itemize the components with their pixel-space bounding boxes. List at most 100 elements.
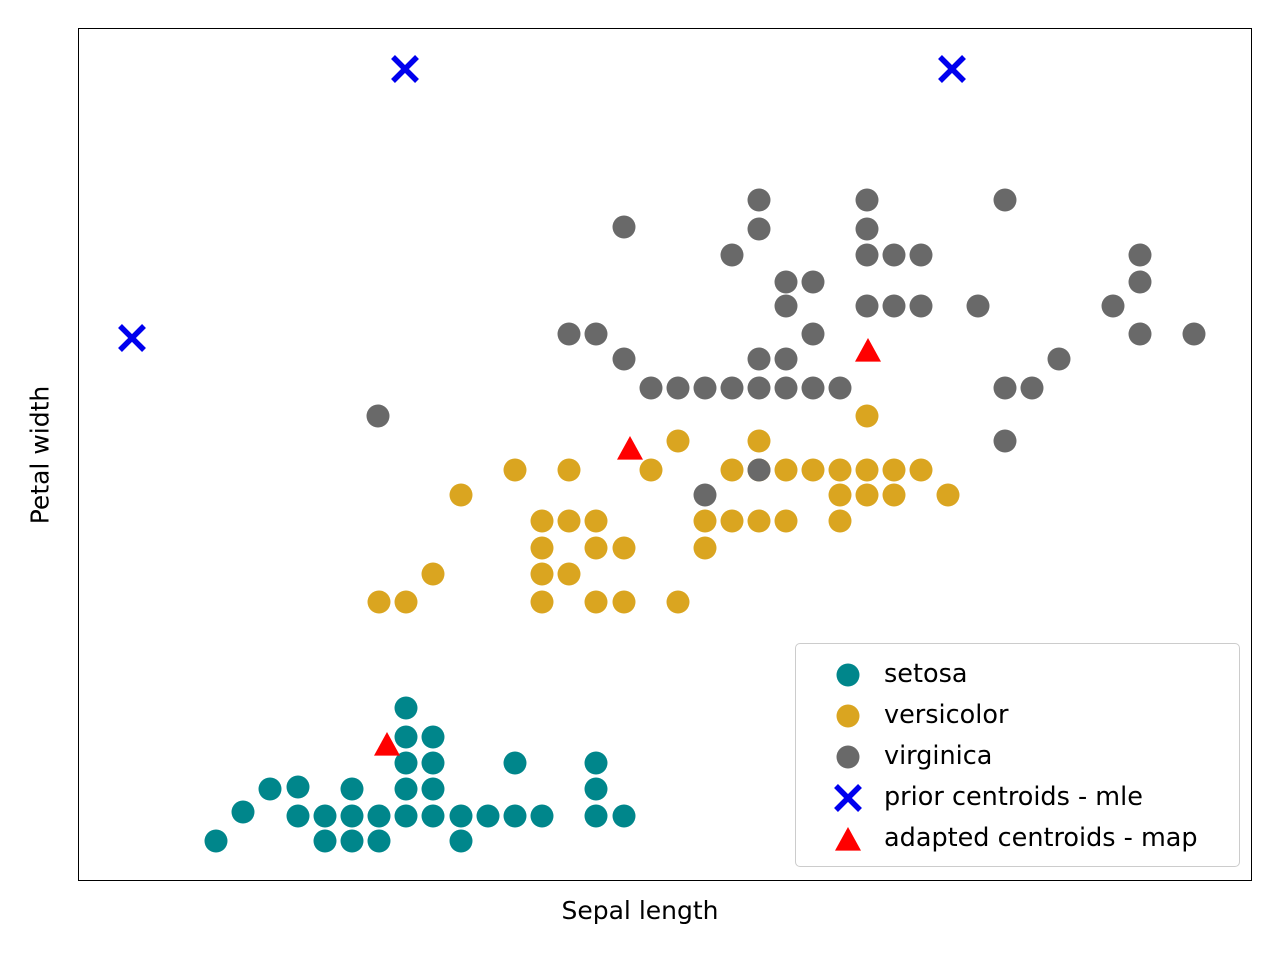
data-point-versicolor xyxy=(882,483,906,507)
data-point-virginica xyxy=(584,322,608,346)
legend-item-prior-centroids-mle[interactable]: prior centroids - mle xyxy=(796,777,1239,818)
data-point-virginica xyxy=(747,376,771,400)
data-point-virginica xyxy=(747,217,771,241)
data-point-versicolor xyxy=(584,536,608,560)
data-point-prior-centroids-mle xyxy=(391,55,419,83)
data-point-versicolor xyxy=(612,590,636,614)
data-point-setosa xyxy=(449,829,473,853)
legend-label: prior centroids - mle xyxy=(884,782,1143,812)
data-point-setosa xyxy=(204,829,228,853)
legend-item-setosa[interactable]: setosa xyxy=(796,654,1239,695)
data-point-setosa xyxy=(421,804,445,828)
data-point-virginica xyxy=(693,483,717,507)
data-point-virginica xyxy=(720,243,744,267)
data-point-setosa xyxy=(286,804,310,828)
data-point-setosa xyxy=(584,777,608,801)
legend-label: adapted centroids - map xyxy=(884,823,1198,853)
data-point-setosa xyxy=(367,804,391,828)
data-point-virginica xyxy=(1182,322,1206,346)
data-point-versicolor xyxy=(394,590,418,614)
data-point-virginica xyxy=(993,429,1017,453)
data-point-setosa xyxy=(394,725,418,749)
data-point-versicolor xyxy=(720,458,744,482)
data-point-versicolor xyxy=(584,590,608,614)
legend-circle-icon xyxy=(836,745,860,768)
data-point-setosa xyxy=(584,804,608,828)
data-point-versicolor xyxy=(747,429,771,453)
data-point-versicolor xyxy=(612,536,636,560)
data-point-virginica xyxy=(774,294,798,318)
data-point-virginica xyxy=(828,376,852,400)
data-point-adapted-centroids-map xyxy=(617,436,643,460)
data-point-setosa xyxy=(503,751,527,775)
data-point-versicolor xyxy=(666,590,690,614)
data-point-virginica xyxy=(612,347,636,371)
legend: setosa versicolor virginica prior centroids… xyxy=(795,643,1240,867)
data-point-setosa xyxy=(286,775,310,799)
data-point-virginica xyxy=(1020,376,1044,400)
data-point-virginica xyxy=(909,243,933,267)
data-point-versicolor xyxy=(557,458,581,482)
legend-circle-icon xyxy=(816,654,880,695)
data-point-versicolor xyxy=(855,458,879,482)
legend-triangle-icon xyxy=(816,818,880,859)
data-point-virginica xyxy=(666,376,690,400)
data-point-setosa xyxy=(476,804,500,828)
data-point-virginica xyxy=(855,188,879,212)
data-point-setosa xyxy=(340,804,364,828)
data-point-setosa xyxy=(313,829,337,853)
data-point-versicolor xyxy=(530,509,554,533)
data-point-versicolor xyxy=(828,458,852,482)
data-point-setosa xyxy=(503,804,527,828)
data-point-virginica xyxy=(1101,294,1125,318)
data-point-virginica xyxy=(993,376,1017,400)
data-point-virginica xyxy=(801,376,825,400)
data-point-versicolor xyxy=(666,429,690,453)
data-point-virginica xyxy=(993,188,1017,212)
data-point-virginica xyxy=(639,376,663,400)
data-point-versicolor xyxy=(530,536,554,560)
data-point-virginica xyxy=(774,270,798,294)
data-point-virginica xyxy=(747,458,771,482)
data-point-versicolor xyxy=(557,509,581,533)
data-point-versicolor xyxy=(747,509,771,533)
data-point-virginica xyxy=(774,376,798,400)
data-point-virginica xyxy=(747,347,771,371)
data-point-virginica xyxy=(882,294,906,318)
data-point-virginica xyxy=(747,188,771,212)
data-point-setosa xyxy=(421,777,445,801)
data-point-virginica xyxy=(612,215,636,239)
data-point-versicolor xyxy=(828,483,852,507)
data-point-versicolor xyxy=(828,509,852,533)
legend-item-versicolor[interactable]: versicolor xyxy=(796,695,1239,736)
data-point-setosa xyxy=(584,751,608,775)
data-point-virginica xyxy=(801,270,825,294)
legend-circle-icon xyxy=(836,704,860,727)
data-point-setosa xyxy=(231,800,255,824)
data-point-virginica xyxy=(1047,347,1071,371)
data-point-versicolor xyxy=(774,458,798,482)
data-point-versicolor xyxy=(639,458,663,482)
data-point-setosa xyxy=(530,804,554,828)
legend-item-virginica[interactable]: virginica xyxy=(796,736,1239,777)
legend-x-icon xyxy=(834,783,862,812)
series-prior-centroids-mle xyxy=(118,55,966,352)
data-point-virginica xyxy=(693,376,717,400)
y-axis-label: Petal width xyxy=(22,28,58,881)
data-point-versicolor xyxy=(855,483,879,507)
x-axis-label: Sepal length xyxy=(561,896,719,925)
data-point-versicolor xyxy=(801,458,825,482)
data-point-versicolor xyxy=(909,458,933,482)
legend-label: virginica xyxy=(884,741,993,771)
legend-item-adapted-centroids-map[interactable]: adapted centroids - map xyxy=(796,818,1239,859)
legend-label: setosa xyxy=(884,659,968,689)
data-point-versicolor xyxy=(855,404,879,428)
legend-circle-icon xyxy=(836,663,860,686)
data-point-virginica xyxy=(855,294,879,318)
data-point-setosa xyxy=(367,829,391,853)
data-point-virginica xyxy=(366,404,390,428)
data-point-versicolor xyxy=(693,536,717,560)
legend-x-icon xyxy=(816,777,880,818)
data-point-adapted-centroids-map xyxy=(855,338,881,362)
